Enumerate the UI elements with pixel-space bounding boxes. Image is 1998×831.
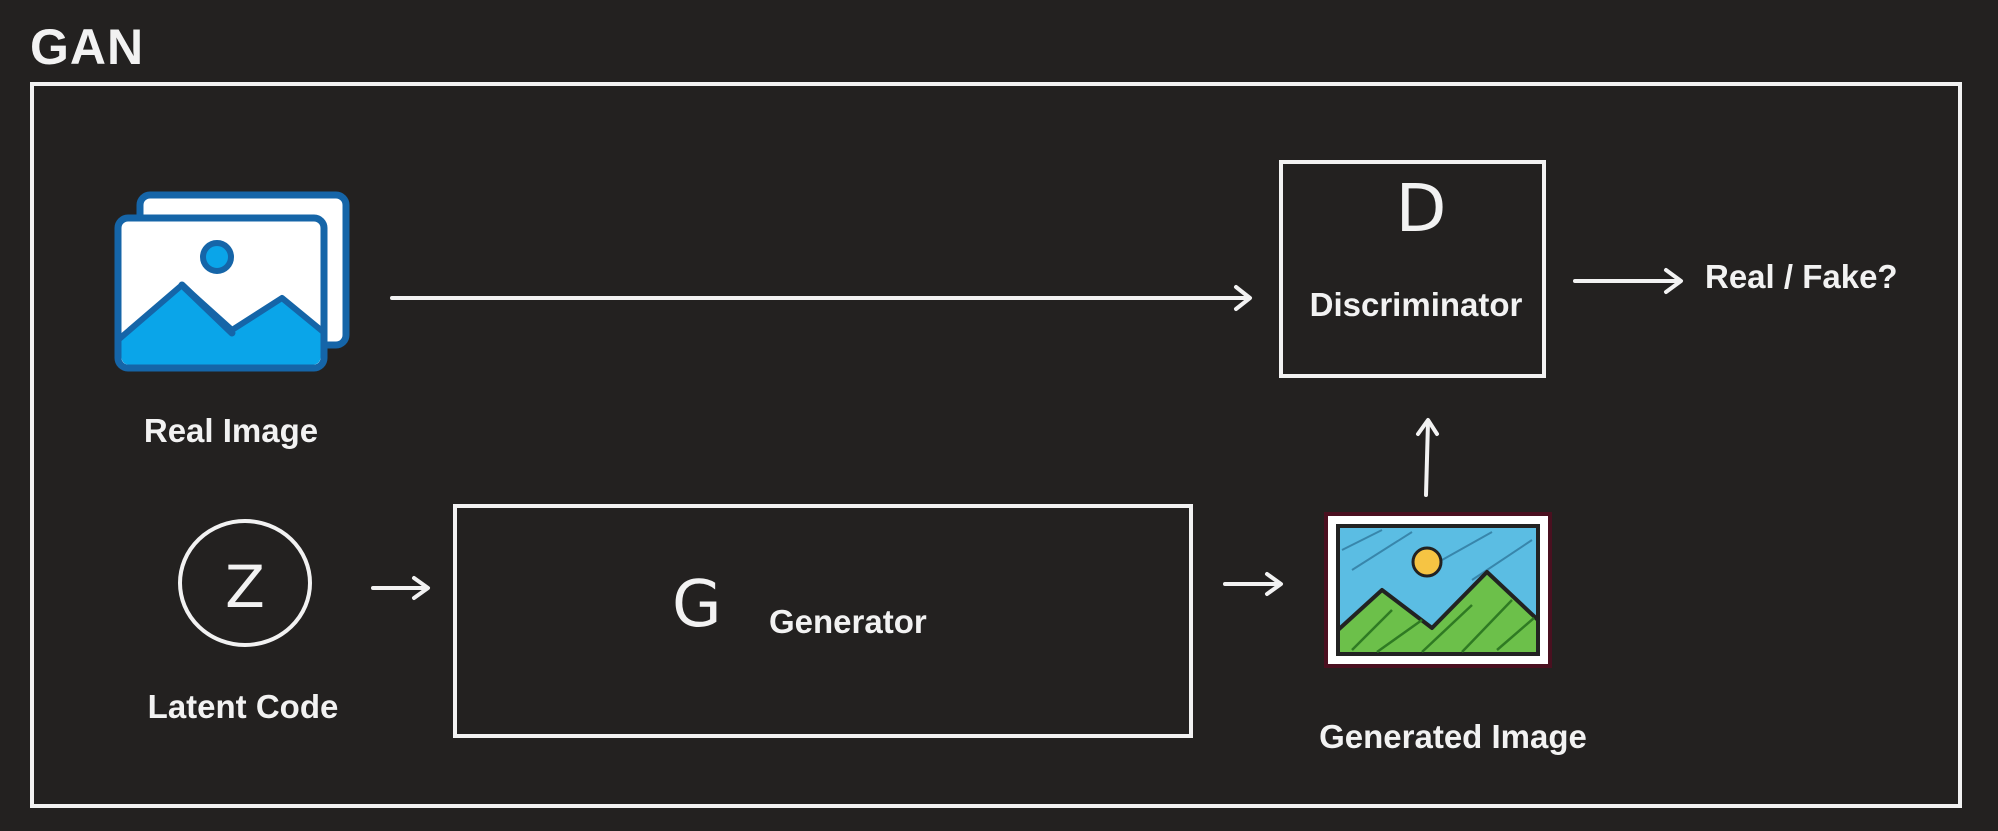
generator-symbol-icon: G: [672, 568, 722, 642]
latent-code-label: Latent Code: [147, 688, 339, 725]
latent-circle-icon: [178, 519, 312, 647]
generated-image-icon: [1324, 512, 1552, 668]
discriminator-box: [1279, 160, 1546, 378]
real-image-icon: [114, 191, 350, 372]
discriminator-label: Discriminator: [1309, 286, 1523, 323]
generator-label: Generator: [769, 603, 927, 640]
latent-symbol: Z: [225, 553, 265, 621]
discriminator-symbol-icon: D: [1395, 170, 1447, 247]
generated-image-label: Generated Image: [1319, 718, 1587, 755]
generator-box: [453, 504, 1193, 738]
diagram-title: GAN: [30, 19, 145, 75]
real-image-label: Real Image: [143, 412, 319, 449]
output-label: Real / Fake?: [1705, 258, 1898, 295]
gan-frame: [30, 82, 1962, 808]
